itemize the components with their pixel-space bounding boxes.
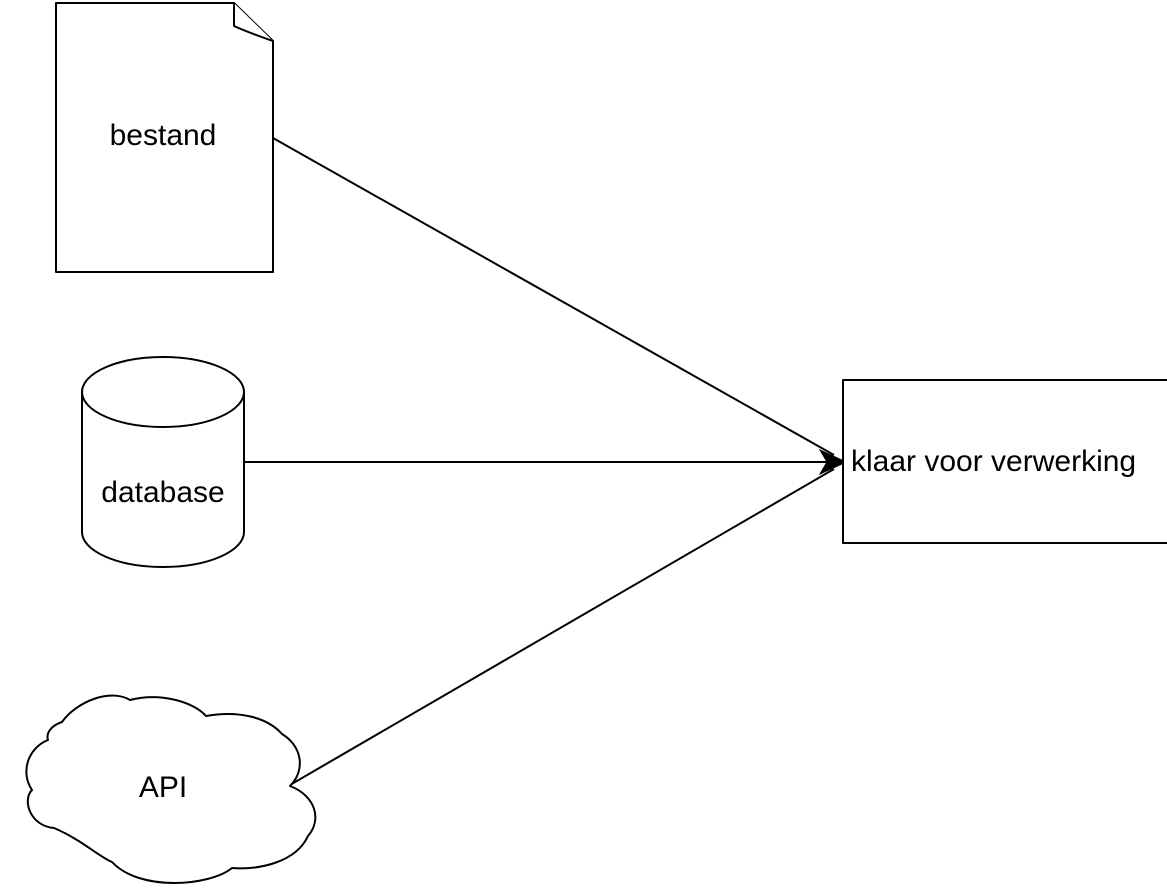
document-fold [233,3,274,42]
node-file[interactable]: bestand [55,2,274,273]
cloud-shape [25,694,317,884]
node-database[interactable]: database [81,356,245,568]
edge-file-to-target [272,137,835,456]
target-label: klaar voor verwerking [851,445,1136,478]
database-label: database [101,476,224,509]
file-label: bestand [110,119,217,152]
api-label: API [139,771,187,804]
edges [245,137,848,786]
document-shape [55,2,274,273]
node-target[interactable]: klaar voor verwerking [842,379,1167,544]
edge-api-to-target [289,468,835,786]
cylinder-body [81,392,245,568]
target-box [842,379,1167,544]
cylinder-top [81,356,245,428]
arrowhead-icon [818,448,848,476]
node-api[interactable]: API [25,694,317,884]
